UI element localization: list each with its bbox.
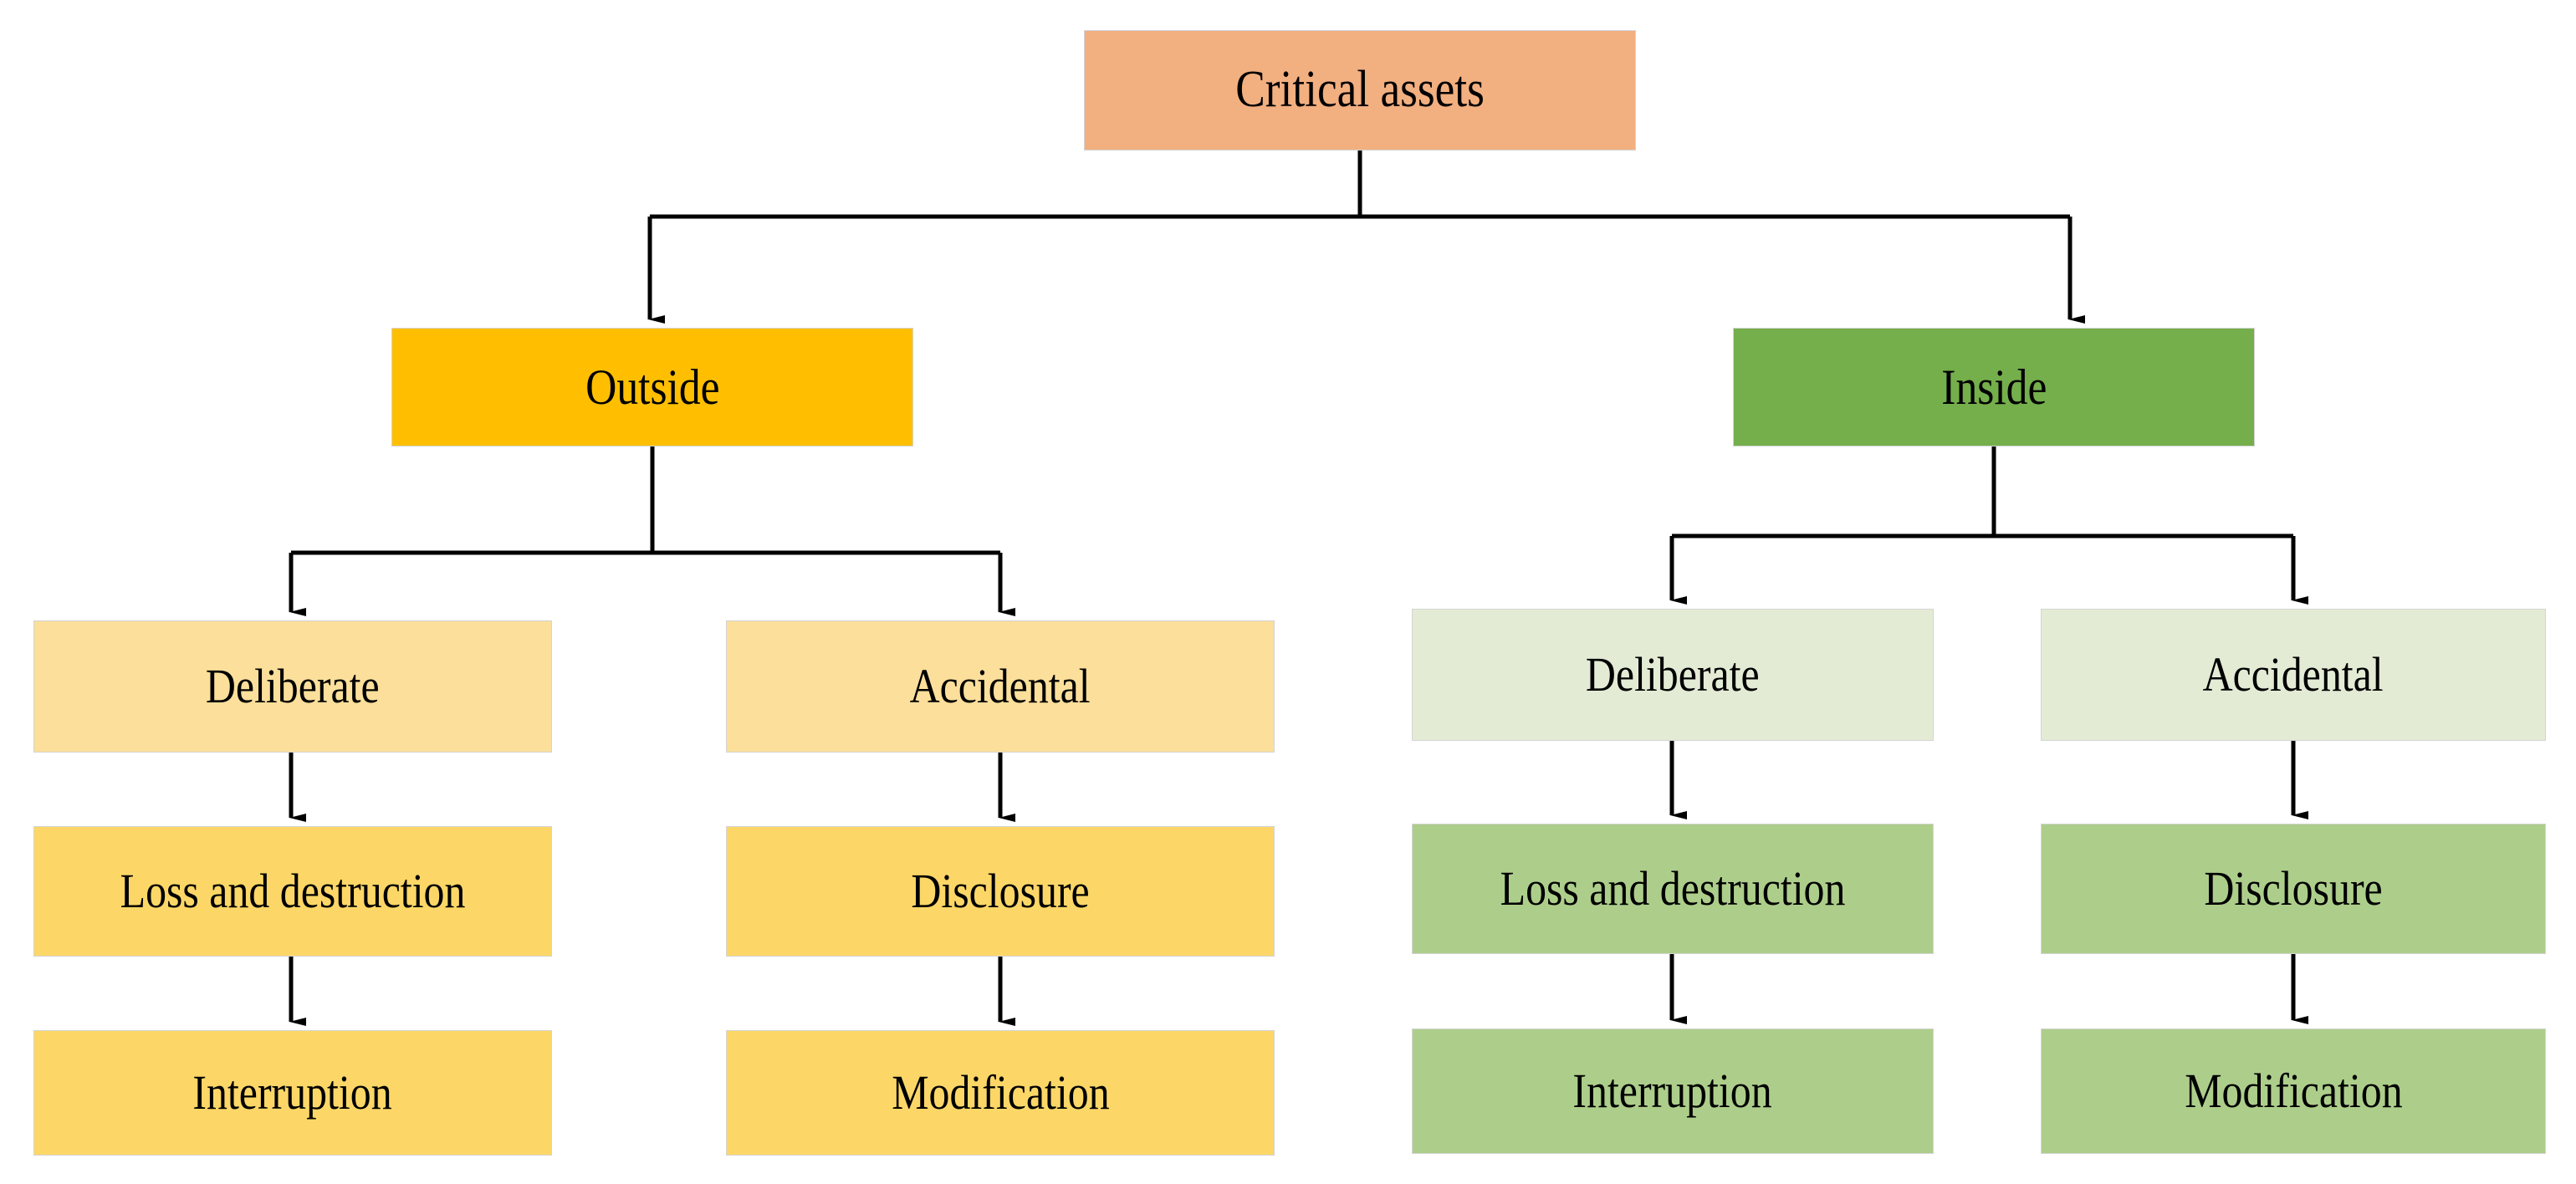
node-inside-accidental[interactable]: Accidental bbox=[2041, 609, 2546, 741]
node-outside-interruption[interactable]: Interruption bbox=[33, 1030, 552, 1156]
node-critical-assets[interactable]: Critical assets bbox=[1084, 30, 1636, 151]
node-inside-disclosure-label: Disclosure bbox=[2204, 860, 2383, 916]
node-outside-loss-and-destruction-label: Loss and destruction bbox=[120, 863, 466, 918]
node-inside[interactable]: Inside bbox=[1733, 328, 2255, 447]
node-outside-deliberate[interactable]: Deliberate bbox=[33, 620, 552, 753]
node-inside-disclosure[interactable]: Disclosure bbox=[2041, 824, 2546, 954]
node-inside-interruption-label: Interruption bbox=[1572, 1063, 1773, 1118]
node-inside-modification[interactable]: Modification bbox=[2041, 1028, 2546, 1154]
node-critical-assets-label: Critical assets bbox=[1235, 61, 1485, 119]
node-outside-modification-label: Modification bbox=[891, 1064, 1110, 1120]
node-inside-deliberate-label: Deliberate bbox=[1586, 646, 1760, 702]
node-outside-interruption-label: Interruption bbox=[192, 1064, 393, 1120]
node-outside[interactable]: Outside bbox=[391, 328, 913, 447]
node-inside-loss-and-destruction-label: Loss and destruction bbox=[1500, 860, 1846, 916]
node-outside-loss-and-destruction[interactable]: Loss and destruction bbox=[33, 826, 552, 957]
node-outside-disclosure[interactable]: Disclosure bbox=[726, 826, 1275, 957]
node-inside-interruption[interactable]: Interruption bbox=[1412, 1028, 1934, 1154]
node-outside-deliberate-label: Deliberate bbox=[206, 658, 380, 713]
node-inside-loss-and-destruction[interactable]: Loss and destruction bbox=[1412, 824, 1934, 954]
node-inside-modification-label: Modification bbox=[2184, 1063, 2403, 1118]
node-outside-accidental-label: Accidental bbox=[909, 658, 1091, 713]
node-outside-disclosure-label: Disclosure bbox=[911, 863, 1090, 918]
node-outside-accidental[interactable]: Accidental bbox=[726, 620, 1275, 753]
node-inside-accidental-label: Accidental bbox=[2202, 646, 2384, 702]
node-inside-deliberate[interactable]: Deliberate bbox=[1412, 609, 1934, 741]
node-outside-modification[interactable]: Modification bbox=[726, 1030, 1275, 1156]
node-outside-label: Outside bbox=[585, 359, 720, 415]
node-inside-label: Inside bbox=[1940, 359, 2047, 415]
